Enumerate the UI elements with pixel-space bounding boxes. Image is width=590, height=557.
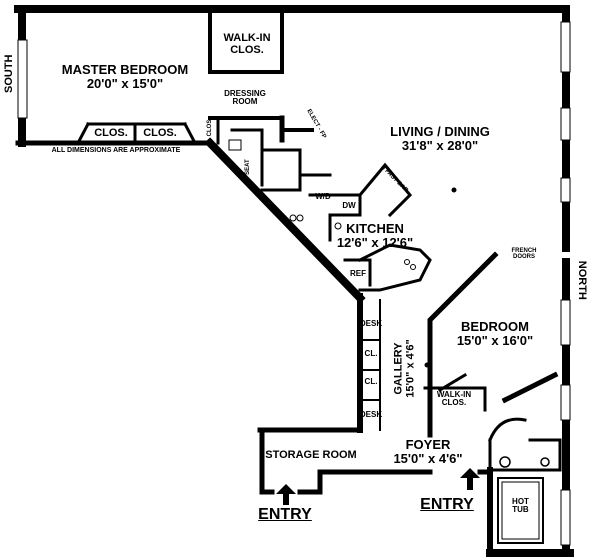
washer-dryer-label: W/D — [315, 192, 331, 201]
gallery-label: Gallery 15'0" x 4'6" — [392, 314, 416, 424]
hot-tub-line2: Tub — [512, 505, 529, 515]
walk-in-closet-bedroom-line2: Clos. — [441, 398, 467, 408]
dressing-room-label: Dressing Room — [215, 89, 275, 107]
refrigerator-label: Ref — [350, 269, 366, 278]
foyer-name: Foyer — [405, 437, 451, 452]
kitchen-dims: 12'6" x 12'6" — [336, 234, 414, 250]
living-dining-label: Living / Dining 31'8" x 28'0" — [380, 125, 500, 152]
french-doors-label: French Doors — [506, 248, 542, 261]
walk-in-closet-master-line2: Clos. — [230, 43, 264, 56]
desk-bottom-label: Desk — [359, 410, 383, 419]
dressing-room-line1: Dressing — [224, 89, 266, 98]
walk-in-closet-master-line1: Walk-In — [223, 32, 271, 44]
hot-tub-label: Hot Tub — [502, 497, 539, 515]
closet-2-label: Clos. — [143, 127, 177, 139]
gallery-dims: 15'0" x 4'6" — [404, 339, 416, 398]
desk-top-label: Desk — [359, 319, 383, 328]
foyer-label: Foyer 15'0" x 4'6" — [378, 438, 478, 465]
dishwasher-label: DW — [342, 201, 356, 210]
closet-gallery-1-label: Cl. — [364, 349, 378, 358]
hot-tub-line1: Hot — [512, 497, 529, 506]
master-bedroom-name: Master Bedroom — [61, 62, 189, 77]
walk-in-closet-bedroom-line1: Walk-In — [436, 390, 472, 399]
bedroom-label: Bedroom 15'0" x 16'0" — [440, 320, 550, 347]
walk-in-closet-master-label: Walk-In Clos. — [215, 32, 279, 56]
living-dining-name: Living / Dining — [390, 124, 490, 139]
dimensions-note: All dimensions are approximate — [51, 147, 181, 154]
small-closet-label: Clos. — [206, 117, 213, 137]
closet-gallery-2-label: Cl. — [364, 377, 378, 386]
compass-north-label: North — [575, 260, 588, 300]
kitchen-label: Kitchen 12'6" x 12'6" — [325, 222, 425, 249]
walk-in-closet-bedroom-label: Walk-In Clos. — [428, 390, 480, 408]
living-dining-dims: 31'8" x 28'0" — [401, 137, 479, 153]
french-doors-line2: Doors — [512, 254, 535, 261]
master-bedroom-label: Master Bedroom 20'0" x 15'0" — [55, 63, 195, 90]
kitchen-name: Kitchen — [346, 221, 404, 236]
bedroom-dims: 15'0" x 16'0" — [456, 332, 534, 348]
compass-south-label: South — [3, 54, 16, 94]
entry-right-label: Entry — [420, 496, 474, 513]
french-doors-line1: French — [511, 248, 537, 254]
dressing-room-line2: Room — [232, 97, 258, 107]
bedroom-name: Bedroom — [461, 319, 529, 334]
foyer-dims: 15'0" x 4'6" — [393, 450, 463, 466]
entry-left-label: Entry — [258, 506, 312, 523]
storage-room-label: Storage Room — [265, 449, 357, 461]
closet-1-label: Clos. — [94, 127, 128, 139]
master-bedroom-dims: 20'0" x 15'0" — [86, 75, 164, 91]
gallery-name: Gallery — [392, 342, 405, 395]
seat-label: Seat — [244, 159, 251, 175]
